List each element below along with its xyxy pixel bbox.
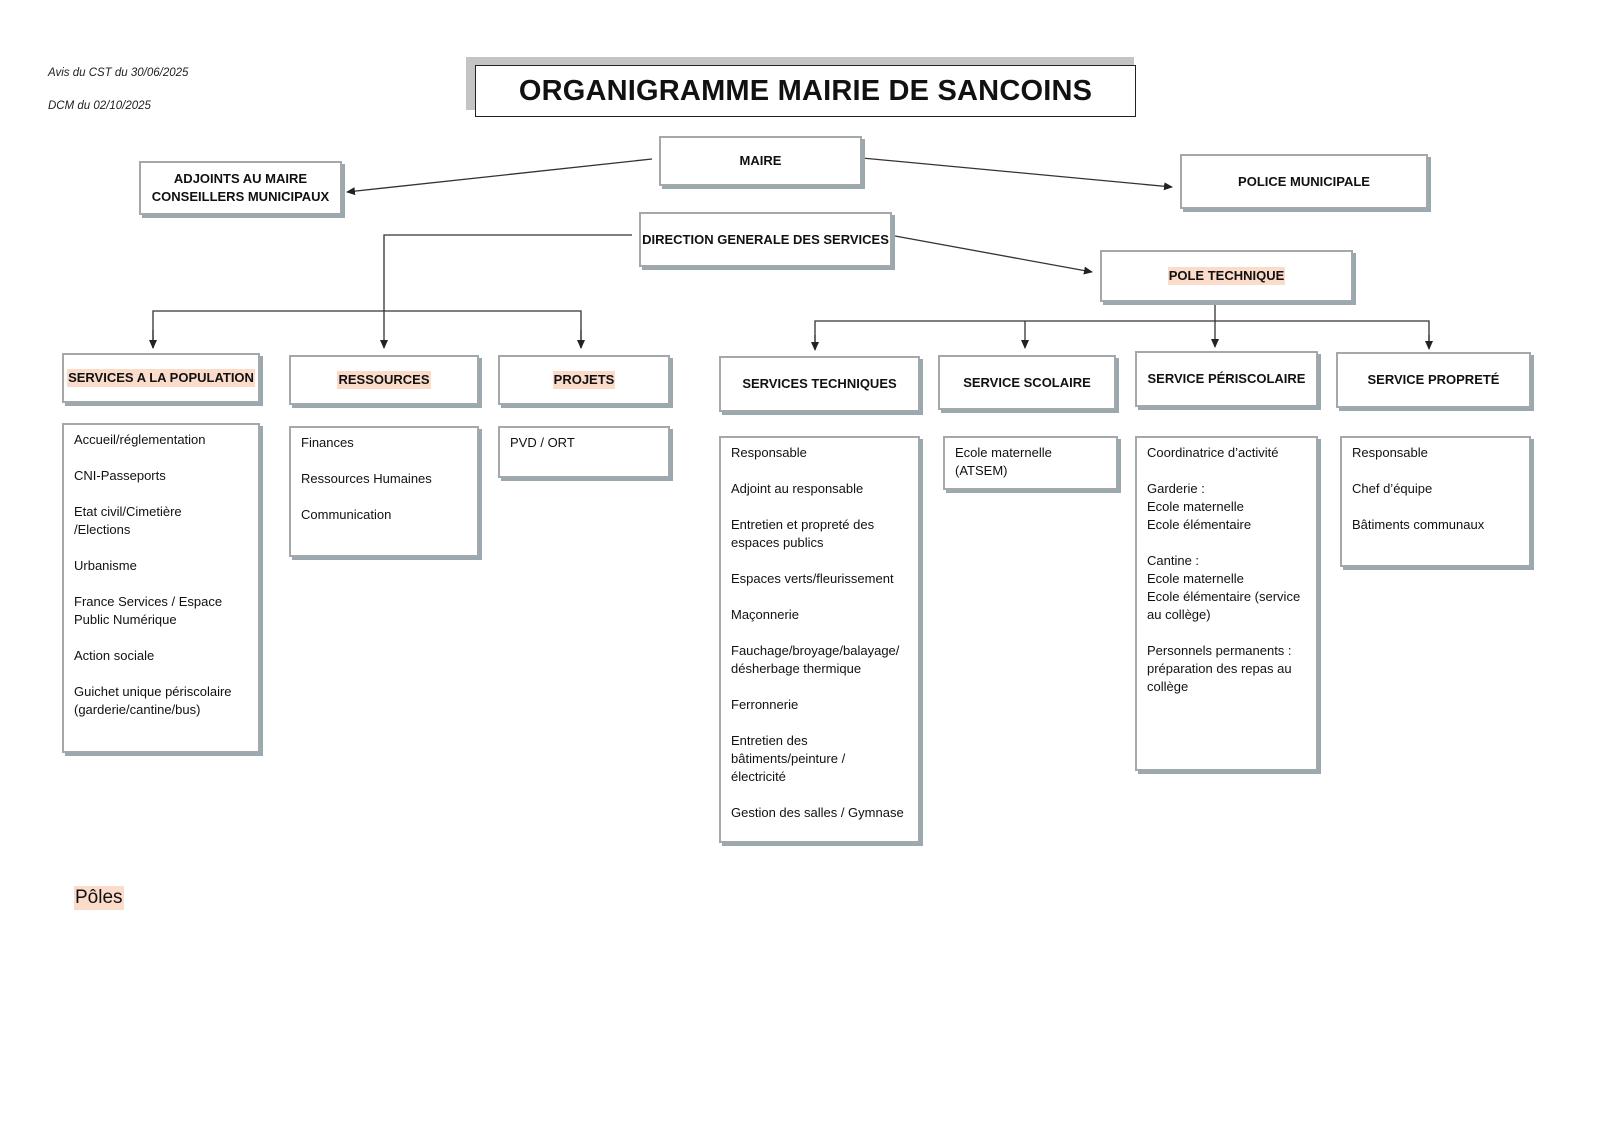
- node-maire: MAIRE: [659, 136, 862, 186]
- list-item: Espaces verts/fleurissement: [731, 571, 894, 586]
- service-scolaire: SERVICE SCOLAIRE: [938, 355, 1116, 410]
- node-adjoints: ADJOINTS AU MAIRE CONSEILLERS MUNICIPAUX: [139, 161, 342, 215]
- list-item: Garderie : Ecole maternelle Ecole élémen…: [1147, 481, 1252, 532]
- list-item: Coordinatrice d’activité: [1147, 445, 1279, 460]
- legend-poles: Pôles: [74, 886, 124, 910]
- pole-projets: PROJETS: [498, 355, 670, 405]
- list-item: Gestion des salles / Gymnase: [731, 805, 904, 820]
- connector-maire-police: [861, 157, 1173, 191]
- list-item: Ecole maternelle (ATSEM): [955, 445, 1052, 478]
- node-adjoints-line2: CONSEILLERS MUNICIPAUX: [151, 189, 330, 204]
- service-techniques: SERVICES TECHNIQUES: [719, 356, 920, 412]
- pole-ressources: RESSOURCES: [289, 355, 479, 405]
- service-techniques-list: Responsable Adjoint au responsable Entre…: [719, 436, 920, 843]
- service-scolaire-label: SERVICE SCOLAIRE: [963, 374, 1091, 390]
- node-adjoints-line1: ADJOINTS AU MAIRE: [173, 171, 308, 186]
- list-item: Ferronnerie: [731, 697, 799, 712]
- list-item: CNI-Passeports: [74, 468, 166, 483]
- list-item: Chef d’équipe: [1352, 481, 1433, 496]
- list-item: Accueil/réglementation: [74, 432, 206, 447]
- list-item: Action sociale: [74, 648, 155, 663]
- pole-projets-label: PROJETS: [552, 371, 616, 389]
- list-item: Entretien et propreté des espaces public…: [731, 517, 875, 550]
- page-title: ORGANIGRAMME MAIRIE DE SANCOINS: [475, 65, 1136, 117]
- node-maire-label: MAIRE: [739, 153, 782, 168]
- pole-ressources-list: Finances Ressources Humaines Communicati…: [289, 426, 479, 557]
- connector-tech-bar: [814, 320, 1430, 347]
- list-item: Entretien des bâtiments/peinture / élect…: [731, 733, 846, 784]
- service-periscolaire-label: SERVICE PÉRISCOLAIRE: [1147, 371, 1306, 386]
- list-item: Etat civil/Cimetière /Elections: [74, 504, 182, 537]
- list-item: Responsable: [1352, 445, 1428, 460]
- node-dgs-label: DIRECTION GENERALE DES SERVICES: [642, 231, 889, 247]
- pole-services-population-label: SERVICES A LA POPULATION: [67, 369, 255, 387]
- pole-ressources-label: RESSOURCES: [337, 371, 431, 389]
- service-proprete: SERVICE PROPRETÉ: [1336, 352, 1531, 408]
- list-item: Cantine : Ecole maternelle Ecole élément…: [1147, 553, 1301, 622]
- connector-dgs-branch: [380, 234, 632, 349]
- service-scolaire-list: Ecole maternelle (ATSEM): [943, 436, 1118, 490]
- node-pole-technique: POLE TECHNIQUE: [1100, 250, 1353, 302]
- list-item: PVD / ORT: [510, 435, 575, 450]
- dcm-date: DCM du 02/10/2025: [48, 100, 151, 112]
- pole-services-population-list: Accueil/réglementation CNI-Passeports Et…: [62, 423, 260, 753]
- list-item: Urbanisme: [74, 558, 137, 573]
- list-item: France Services / Espace Public Numériqu…: [74, 594, 223, 627]
- node-police-label: POLICE MUNICIPALE: [1238, 173, 1370, 189]
- pole-services-population: SERVICES A LA POPULATION: [62, 353, 260, 403]
- list-item: Responsable: [731, 445, 807, 460]
- service-periscolaire-list: Coordinatrice d’activité Garderie : Ecol…: [1135, 436, 1318, 771]
- node-police-municipale: POLICE MUNICIPALE: [1180, 154, 1428, 209]
- service-periscolaire: SERVICE PÉRISCOLAIRE: [1135, 351, 1318, 407]
- service-proprete-label: SERVICE PROPRETÉ: [1367, 372, 1500, 387]
- list-item: Maçonnerie: [731, 607, 799, 622]
- node-dgs: DIRECTION GENERALE DES SERVICES: [639, 212, 892, 267]
- list-item: Communication: [301, 507, 392, 522]
- list-item: Ressources Humaines: [301, 471, 432, 486]
- list-item: Adjoint au responsable: [731, 481, 864, 496]
- cst-opinion-date: Avis du CST du 30/06/2025: [48, 67, 189, 79]
- list-item: Personnels permanents : préparation des …: [1147, 643, 1292, 694]
- list-item: Finances: [301, 435, 354, 450]
- connector-maire-adjoints: [346, 158, 653, 196]
- list-item: Fauchage/broyage/balayage/ désherbage th…: [731, 643, 900, 676]
- node-pole-technique-label: POLE TECHNIQUE: [1167, 267, 1286, 285]
- service-techniques-label: SERVICES TECHNIQUES: [742, 376, 897, 391]
- pole-projets-list: PVD / ORT: [498, 426, 670, 478]
- list-item: Bâtiments communaux: [1352, 517, 1485, 532]
- list-item: Guichet unique périscolaire (garderie/ca…: [74, 684, 232, 717]
- service-proprete-list: Responsable Chef d’équipe Bâtiments comm…: [1340, 436, 1531, 567]
- connector-poles-bar: [152, 310, 582, 348]
- connector-dgs-pole-technique: [894, 235, 1093, 275]
